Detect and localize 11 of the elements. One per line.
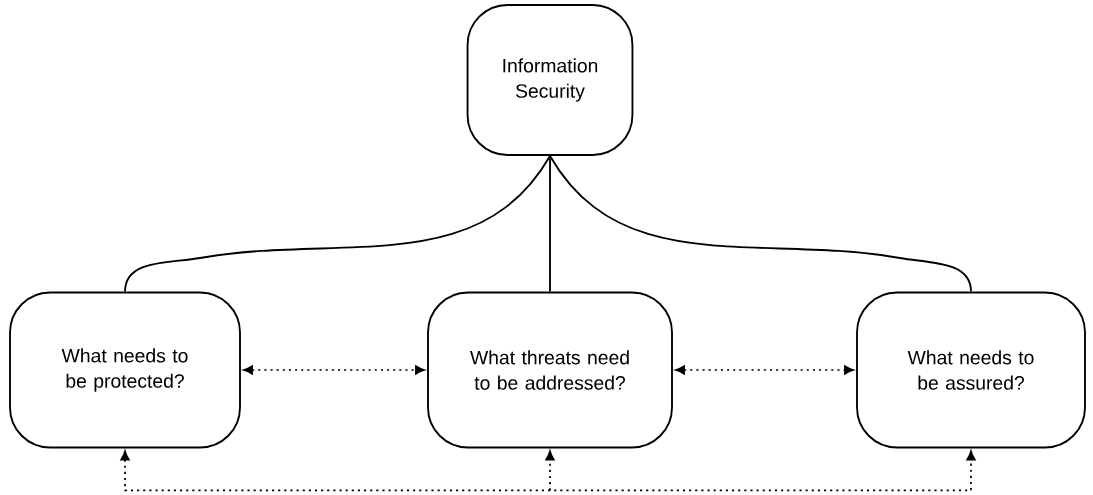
connector (124, 155, 551, 293)
connector (549, 155, 551, 293)
rounded-box: What needs to be protected? (9, 291, 241, 449)
rounded-box: What threats need to be addressed? (427, 291, 673, 449)
connector (243, 365, 425, 375)
rounded-box: What needs to be assured? (856, 291, 1086, 449)
connector (675, 365, 854, 375)
connector (545, 450, 555, 492)
rounded-box: Information Security (466, 4, 634, 156)
connector (549, 155, 972, 293)
connector (120, 450, 976, 492)
